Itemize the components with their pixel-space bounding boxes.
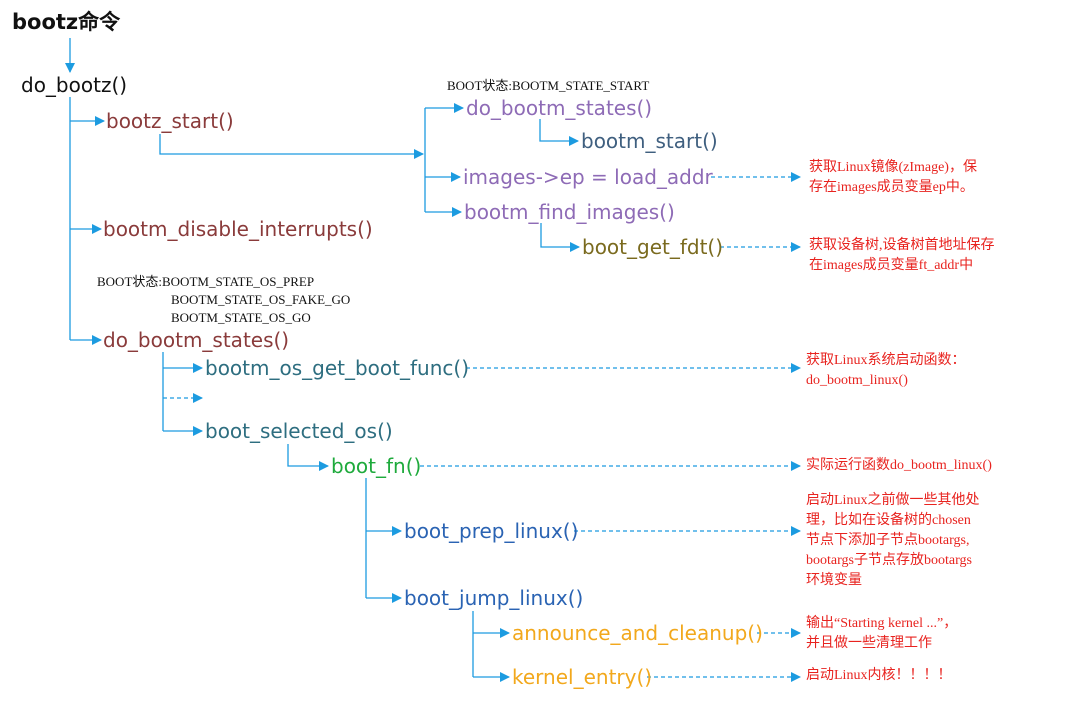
node-boot-fn: boot_fn(): [331, 454, 422, 478]
node-boot-selected-os: boot_selected_os(): [205, 419, 393, 443]
note-line: 并且做一些清理工作: [806, 636, 932, 651]
state-label-os-go: BOOTM_STATE_OS_GO: [171, 310, 311, 325]
node-kernel-entry: kernel_entry(): [512, 665, 653, 689]
note-line: 存在images成员变量ep中。: [809, 180, 974, 195]
node-boot-get-fdt: boot_get_fdt(): [582, 235, 724, 259]
node-boot-jump-linux: boot_jump_linux(): [404, 586, 584, 610]
note-line: 在images成员变量ft_addr中: [809, 258, 974, 273]
node-bootm-os-get-boot-func: bootm_os_get_boot_func(): [205, 356, 469, 380]
note-images-ep: 获取Linux镜像(zImage)，保 存在images成员变量ep中。: [809, 158, 1034, 198]
note-line: 获取Linux系统启动函数：: [806, 353, 966, 368]
diagram-title: bootz命令: [12, 10, 121, 34]
note-line: 理，比如在设备树的chosen: [806, 513, 971, 528]
wire-to-bootm-start: [539, 119, 579, 146]
node-bootz-start: bootz_start(): [106, 109, 234, 133]
state-label-start: BOOT状态:BOOTM_STATE_START: [447, 78, 650, 93]
wire-to-boot-get-fdt: [540, 223, 580, 252]
wire-bootz-start-branch: [159, 134, 424, 159]
note-line: 节点下添加子节点bootargs,: [806, 533, 970, 548]
node-announce-and-cleanup: announce_and_cleanup(): [512, 621, 763, 645]
note-boot-prep: 启动Linux之前做一些其他处 理，比如在设备树的chosen 节点下添加子节点…: [806, 491, 1056, 591]
note-boot-func: 获取Linux系统启动函数： do_bootm_linux(): [806, 351, 1046, 391]
note-line: 环境变量: [806, 573, 862, 588]
node-do-bootm-states-os: do_bootm_states(): [103, 328, 290, 352]
node-bootm-disable-interrupts: bootm_disable_interrupts(): [103, 217, 373, 241]
note-line: 启动Linux之前做一些其他处: [806, 493, 980, 508]
state-label-os-fake-go: BOOTM_STATE_OS_FAKE_GO: [171, 292, 351, 307]
note-boot-fn: 实际运行函数do_bootm_linux(): [806, 456, 1056, 476]
note-boot-get-fdt: 获取设备树,设备树首地址保存 在images成员变量ft_addr中: [809, 236, 1049, 276]
node-bootm-start: bootm_start(): [581, 129, 718, 153]
node-do-bootz: do_bootz(): [21, 73, 128, 97]
note-announce: 输出“Starting kernel ...”， 并且做一些清理工作: [806, 614, 1056, 654]
node-bootm-find-images: bootm_find_images(): [464, 200, 675, 224]
note-line: 获取设备树,设备树首地址保存: [809, 238, 995, 253]
note-kernel-entry: 启动Linux内核！！！！: [806, 666, 1056, 686]
note-line: 获取Linux镜像(zImage)，保: [809, 160, 977, 175]
node-do-bootm-states-start: do_bootm_states(): [466, 96, 653, 120]
state-label-os-prep: BOOT状态:BOOTM_STATE_OS_PREP: [97, 274, 315, 289]
wire-to-boot-fn: [287, 444, 329, 471]
note-line: 实际运行函数do_bootm_linux(): [806, 458, 992, 473]
node-boot-prep-linux: boot_prep_linux(): [404, 519, 579, 543]
note-line: 启动Linux内核！！！！: [806, 668, 952, 683]
note-line: bootargs子节点存放bootargs: [806, 553, 972, 568]
note-line: do_bootm_linux(): [806, 373, 908, 388]
note-line: 输出“Starting kernel ...”，: [806, 616, 958, 631]
node-images-ep: images->ep = load_addr: [463, 165, 713, 189]
